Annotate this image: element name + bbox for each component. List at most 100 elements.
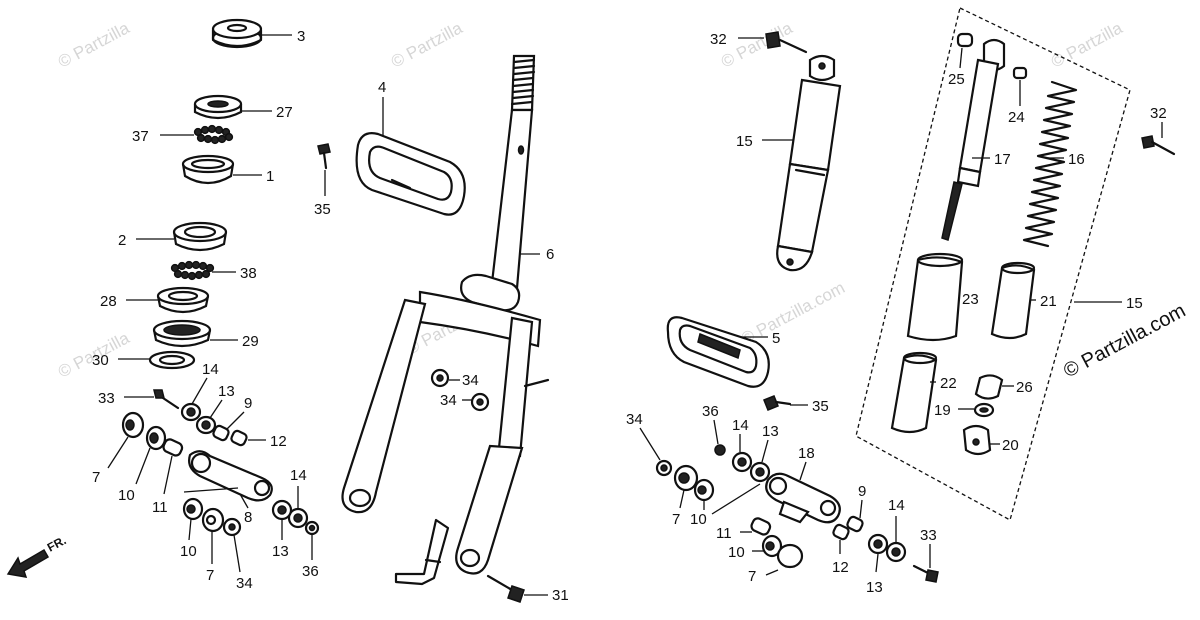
callout-24: 24: [1008, 109, 1025, 126]
watermark: © Partzilla: [55, 18, 133, 72]
part-bolt-31: [486, 574, 548, 603]
part-front-fork: [341, 54, 550, 586]
part-collar-7d: [765, 543, 804, 576]
callout-25: 25: [948, 71, 965, 88]
part-nut-34b: [430, 368, 460, 388]
part-collar-7a: [107, 411, 145, 469]
part-screw-35b: [763, 395, 808, 411]
part-link-18: [711, 461, 841, 524]
part-screw-35a: [317, 143, 331, 196]
part-ring-19: [958, 402, 995, 418]
part-collar-7c: [673, 464, 699, 509]
callout-14: 14: [202, 361, 219, 378]
part-bushing-25: [956, 32, 974, 69]
part-dust-seal: [118, 350, 196, 370]
part-steering-cover: [355, 97, 466, 216]
part-bushing-10b: [182, 497, 204, 541]
callout-7: 7: [92, 469, 100, 486]
part-washer-14b: [287, 486, 309, 529]
callout-1: 1: [266, 168, 274, 185]
part-steel-balls-lower: [170, 260, 236, 281]
callout-9: 9: [858, 483, 866, 500]
watermark: © Partzilla.com: [1060, 300, 1189, 383]
part-top-thread: [193, 94, 272, 120]
part-washer-13c: [749, 439, 771, 483]
part-washer-13b: [271, 499, 293, 540]
watermark: © Partzilla: [388, 18, 466, 72]
callout-26: 26: [1016, 379, 1033, 396]
part-cap-26: [974, 374, 1014, 400]
part-bolt-left: [124, 389, 180, 410]
callout-31: 31: [552, 587, 569, 604]
callout-34: 34: [236, 575, 253, 592]
callout-13: 13: [218, 383, 235, 400]
callout-8: 8: [244, 509, 252, 526]
watermark: © Partzilla: [718, 18, 796, 72]
part-bushing-10c: [693, 478, 715, 510]
part-washer-13a: [195, 399, 223, 435]
callout-36: 36: [302, 563, 319, 580]
part-nut-34c: [462, 392, 490, 412]
callout-35: 35: [314, 201, 331, 218]
callout-10: 10: [118, 487, 135, 504]
part-collar-12b: [832, 523, 850, 554]
callout-4: 4: [378, 79, 386, 96]
callout-6: 6: [546, 246, 554, 263]
part-washer-14a: [180, 377, 208, 422]
callout-32: 32: [1150, 105, 1167, 122]
front-fork-group: [317, 54, 550, 603]
part-top-cone-race: [136, 221, 228, 252]
right-shock-group: [639, 31, 939, 583]
callout-14: 14: [888, 497, 905, 514]
callout-37: 37: [132, 128, 149, 145]
callout-33: 33: [920, 527, 937, 544]
callout-7: 7: [672, 511, 680, 528]
callout-12: 12: [270, 433, 287, 450]
callout-34: 34: [462, 372, 479, 389]
part-collar-11b: [740, 517, 772, 536]
part-upper-race: [181, 154, 262, 185]
front-direction-arrow: FR.: [6, 533, 69, 578]
part-shock-absorber: [762, 54, 842, 272]
part-steel-balls-upper: [160, 124, 234, 145]
callout-23: 23: [962, 291, 979, 308]
callout-2: 2: [118, 232, 126, 249]
callout-21: 21: [1040, 293, 1057, 310]
callout-20: 20: [1002, 437, 1019, 454]
callout-32: 32: [710, 31, 727, 48]
part-washer-14d: [885, 516, 907, 563]
callout-19: 19: [934, 402, 951, 419]
callout-38: 38: [240, 265, 257, 282]
part-link-arm: [183, 450, 273, 509]
part-washer-14c: [731, 434, 753, 473]
part-collar-11a: [162, 438, 184, 495]
callout-5: 5: [772, 330, 780, 347]
callout-14: 14: [732, 417, 749, 434]
callout-27: 27: [276, 104, 293, 121]
callout-7: 7: [748, 568, 756, 585]
callout-13: 13: [866, 579, 883, 596]
callout-30: 30: [92, 352, 109, 369]
part-tube-21: [990, 261, 1036, 340]
part-bushing-10d: [752, 534, 783, 558]
part-bolt-32a: [738, 31, 808, 54]
part-bushing-24: [1012, 66, 1028, 106]
part-damper-rod: [941, 38, 1006, 241]
callout-33: 33: [98, 390, 115, 407]
callout-3: 3: [297, 28, 305, 45]
watermark: © Partzilla: [1048, 18, 1126, 72]
callout-34: 34: [440, 392, 457, 409]
part-link-cover: [666, 316, 770, 388]
callout-7: 7: [206, 567, 214, 584]
callout-18: 18: [798, 445, 815, 462]
callout-10: 10: [690, 511, 707, 528]
callout-14: 14: [290, 467, 307, 484]
front-direction-label: FR.: [45, 533, 69, 554]
part-bottom-cone-race: [126, 286, 210, 314]
callout-22: 22: [940, 375, 957, 392]
part-lower-eye-20: [962, 424, 1000, 456]
left-link-assembly: [107, 377, 320, 573]
steering-bearing-stack: [118, 18, 292, 370]
part-collar-9a: [212, 411, 245, 442]
